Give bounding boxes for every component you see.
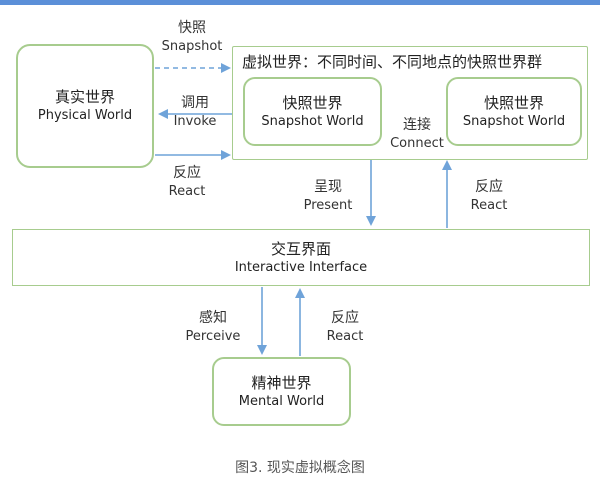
snapshot-label: 快照 Snapshot	[155, 19, 229, 56]
figure-caption: 图3. 现实虚拟概念图	[235, 460, 365, 476]
top-accent-bar	[0, 0, 600, 5]
react-top-label-en: React	[168, 184, 206, 199]
invoke-label-en: Invoke	[173, 114, 217, 129]
perceive-label-zh: 感知	[199, 310, 227, 326]
snapshot-label-zh: 快照	[178, 20, 206, 36]
present-label-zh: 呈现	[314, 179, 342, 195]
snapshot-world-2-zh: 快照世界	[483, 93, 544, 112]
react-bottom-label: 反应 React	[312, 309, 378, 346]
present-label: 呈现 Present	[292, 178, 364, 215]
connect-label-zh: 连接	[403, 117, 431, 133]
physical-world-box: 真实世界 Physical World	[16, 44, 154, 168]
react-top-label-zh: 反应	[173, 165, 201, 181]
react-bottom-label-zh: 反应	[331, 310, 359, 326]
mental-world-zh: 精神世界	[251, 373, 312, 392]
react-bottom-label-en: React	[326, 329, 364, 344]
interactive-interface-zh: 交互界面	[270, 239, 331, 258]
perceive-label: 感知 Perceive	[172, 309, 254, 346]
interactive-interface-box: 交互界面 Interactive Interface	[12, 229, 590, 286]
snapshot-world-box-2: 快照世界 Snapshot World	[446, 77, 582, 146]
snapshot-world-1-zh: 快照世界	[282, 93, 343, 112]
invoke-label: 调用 Invoke	[158, 94, 232, 131]
physical-world-en: Physical World	[37, 108, 133, 123]
connect-label: 连接 Connect	[380, 116, 454, 153]
invoke-label-zh: 调用	[181, 95, 209, 111]
snapshot-world-box-1: 快照世界 Snapshot World	[243, 77, 382, 146]
mental-world-box: 精神世界 Mental World	[212, 357, 351, 426]
interactive-interface-en: Interactive Interface	[234, 259, 368, 275]
snapshot-world-1-en: Snapshot World	[261, 113, 364, 129]
virtual-world-title: 虚拟世界：不同时间、不同地点的快照世界群	[242, 53, 543, 71]
physical-world-zh: 真实世界	[54, 88, 115, 106]
react-right-label-en: React	[470, 198, 508, 213]
snapshot-label-en: Snapshot	[161, 39, 223, 54]
connect-label-en: Connect	[390, 136, 444, 151]
perceive-label-en: Perceive	[185, 329, 241, 344]
mental-world-en: Mental World	[238, 393, 325, 409]
react-top-label: 反应 React	[150, 164, 224, 201]
snapshot-world-2-en: Snapshot World	[462, 113, 566, 129]
present-label-en: Present	[303, 198, 353, 213]
react-right-label: 反应 React	[456, 178, 522, 215]
react-right-label-zh: 反应	[475, 179, 503, 195]
